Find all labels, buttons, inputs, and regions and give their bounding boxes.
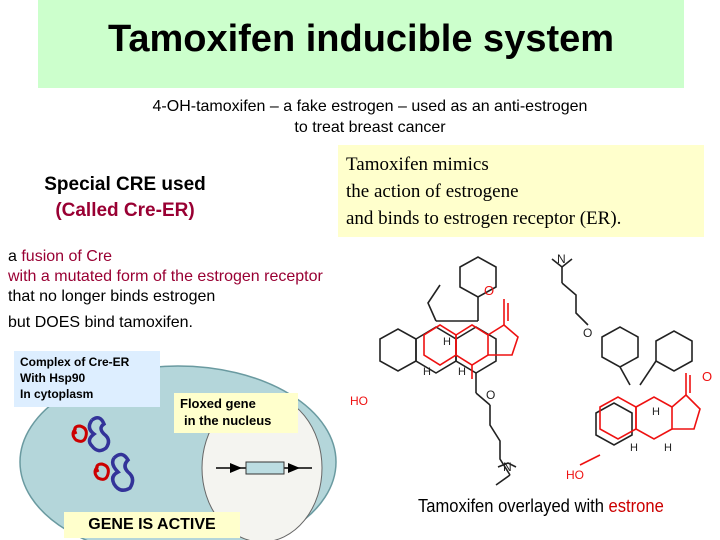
- fusion-line-3: that no longer binds estrogen: [8, 288, 216, 305]
- hydrogen-label-right-2: H: [630, 442, 638, 454]
- gene-is-active-label: GENE IS ACTIVE: [64, 512, 240, 538]
- estrone-overlay-right: [579, 373, 701, 466]
- page-title: Tamoxifen inducible system: [107, 18, 615, 60]
- subtitle: 4-OH-tamoxifen – a fake estrogen – used …: [60, 96, 680, 138]
- complex-cre-er-note: Complex of Cre-ER With Hsp90 In cytoplas…: [14, 351, 160, 407]
- ketone-label-right: O: [702, 369, 712, 384]
- amine-label-right: N: [557, 252, 566, 266]
- mimic-line-2: the action of estrogene: [346, 181, 519, 202]
- hydroxyl-label-left: HO: [350, 394, 368, 408]
- complex-line-3: In cytoplasm: [20, 387, 94, 401]
- hydroxyl-label-right: HO: [566, 468, 584, 482]
- caption-estrone: estrone: [608, 496, 664, 516]
- fusion-line-4: but DOES bind tamoxifen.: [8, 314, 193, 331]
- fusion-line-2: with a mutated form of the estrogen rece…: [8, 268, 323, 285]
- complex-line-1: Complex of Cre-ER: [20, 355, 130, 369]
- floxed-gene-note: Floxed gene in the nucleus: [174, 393, 298, 433]
- cre-er-complex-2: [93, 452, 135, 492]
- loxp-site-left: [230, 463, 242, 473]
- fusion-of-cre: fusion of Cre: [21, 248, 113, 265]
- cre-heading-line-1: Special CRE used: [44, 174, 206, 195]
- ketone-label-left: O: [484, 283, 494, 298]
- molecular-structures: HO O H H H O N HO O N O H H H: [350, 252, 712, 486]
- ether-label-left: O: [486, 388, 495, 402]
- mimic-line-3: and binds to estrogen receptor (ER).: [346, 208, 622, 229]
- gene-body: [245, 461, 285, 475]
- tamoxifen-structure-left: [379, 256, 517, 486]
- title-banner: Tamoxifen inducible system: [38, 0, 684, 88]
- overlay-caption: Tamoxifen overlayed with estrone: [418, 494, 664, 518]
- hydrogen-label-right-1: H: [652, 406, 660, 418]
- mimic-line-1: Tamoxifen mimics: [346, 154, 489, 175]
- special-cre-heading: Special CRE used (Called Cre-ER): [10, 172, 240, 224]
- hydrogen-label-left-2: H: [423, 366, 431, 378]
- ether-label-right: O: [583, 326, 592, 340]
- hydrogen-label-left-3: H: [458, 366, 466, 378]
- caption-prefix: Tamoxifen overlayed with: [418, 496, 609, 516]
- cre-er-complex-1: [71, 416, 111, 453]
- hydrogen-label-left-1: H: [443, 336, 451, 348]
- fusion-line-1: a fusion of Cre: [8, 247, 323, 267]
- hydrogen-label-right-3: H: [664, 442, 672, 454]
- loxp-site-right: [288, 463, 300, 473]
- fusion-description: a fusion of Cre with a mutated form of t…: [8, 247, 323, 333]
- complex-line-2: With Hsp90: [20, 371, 86, 385]
- amine-label-left: N: [503, 460, 512, 474]
- tamoxifen-mimics-note: Tamoxifen mimics the action of estrogene…: [338, 145, 704, 237]
- fusion-prefix: a: [8, 248, 22, 265]
- subtitle-line-1: 4-OH-tamoxifen – a fake estrogen – used …: [152, 98, 588, 115]
- floxed-gene-construct: [216, 461, 312, 475]
- estrone-overlay-left: [423, 299, 519, 379]
- cre-heading-line-2: (Called Cre-ER): [55, 200, 195, 221]
- floxed-line-1: Floxed gene: [180, 396, 256, 411]
- tamoxifen-structure-right: [551, 258, 693, 446]
- subtitle-line-2: to treat breast cancer: [294, 119, 446, 136]
- floxed-line-2: in the nucleus: [184, 413, 272, 428]
